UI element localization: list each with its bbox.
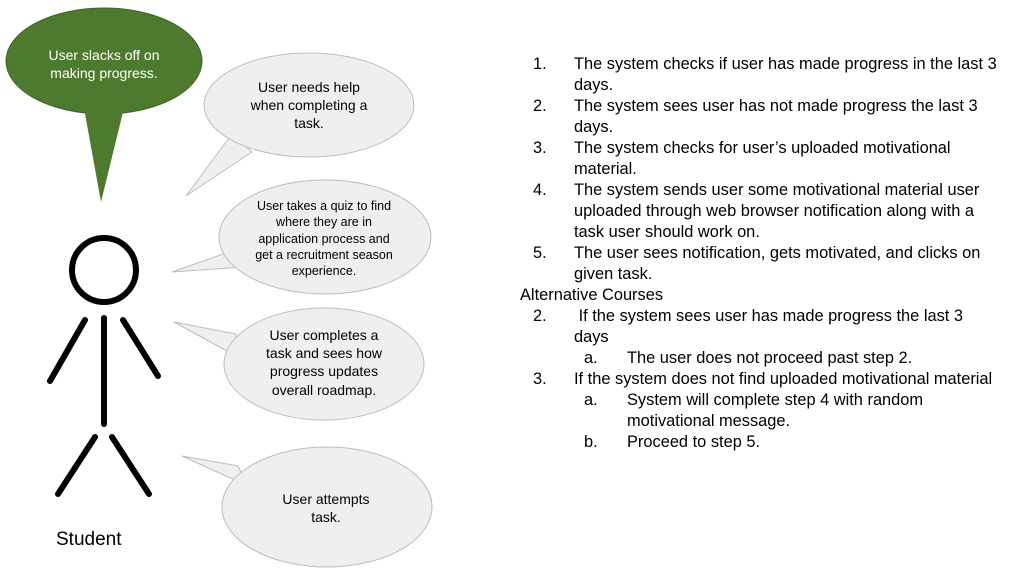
alt-sub-step: b. Proceed to step 5.: [520, 432, 1000, 453]
trigger-bubble: [5, 7, 203, 202]
stick-figure: [47, 235, 161, 497]
alt-course-text: If the system sees user has made progres…: [574, 307, 968, 346]
complete-bubble: [173, 307, 425, 421]
quiz-bubble-body: [218, 179, 432, 295]
step-number: 4.: [533, 181, 547, 199]
complete-bubble-text: User completes a task and sees how progr…: [266, 327, 382, 398]
alternative-courses-heading: Alternative Courses: [520, 286, 664, 304]
help-bubble-text: User needs help when completing a task.: [250, 79, 368, 132]
step-number: 5.: [533, 244, 547, 262]
main-step: 2. The system sees user has not made pro…: [520, 96, 1000, 138]
stick-figure-left-arm: [47, 317, 88, 384]
help-bubble-body: [203, 52, 415, 158]
attempt-bubble: [181, 446, 433, 568]
step-number: 1.: [533, 55, 547, 73]
step-number: 3.: [533, 139, 547, 157]
complete-bubble-body: [223, 307, 425, 421]
main-step: 1. The system checks if user has made pr…: [520, 54, 1000, 96]
stick-figure-right-leg: [109, 434, 152, 497]
main-step: 5. The user sees notification, gets moti…: [520, 243, 1000, 285]
alt-course: 2. If the system sees user has made prog…: [520, 306, 1000, 348]
step-text: The system sees user has not made progre…: [574, 97, 978, 136]
alt-sub-step-text: System will complete step 4 with random …: [627, 391, 924, 430]
step-text: The user sees notification, gets motivat…: [574, 244, 981, 283]
stick-figure-head: [69, 235, 139, 305]
trigger-bubble-text: User slacks off on making progress.: [48, 47, 160, 82]
alt-course-number: 2.: [533, 307, 547, 325]
main-step: 4. The system sends user some motivation…: [520, 180, 1000, 243]
main-step: 3. The system checks for user’s uploaded…: [520, 138, 1000, 180]
step-text: The system checks if user has made progr…: [574, 55, 997, 94]
attempt-bubble-body: [221, 446, 433, 568]
stick-figure-right-arm: [120, 317, 161, 379]
alt-sub-step: a. System will complete step 4 with rand…: [520, 390, 1000, 432]
alt-sub-step-letter: a.: [584, 391, 598, 409]
alt-course: 3. If the system does not find uploaded …: [520, 369, 1000, 390]
alt-course-text: If the system does not find uploaded mot…: [574, 370, 993, 388]
attempt-bubble-text: User attempts task.: [282, 491, 370, 526]
alt-sub-step-text: The user does not proceed past step 2.: [627, 349, 913, 367]
actor-label: Student: [56, 529, 122, 550]
alt-sub-step-text: Proceed to step 5.: [627, 433, 761, 451]
quiz-bubble: [171, 179, 432, 295]
alt-sub-step: a. The user does not proceed past step 2…: [520, 348, 1000, 369]
trigger-bubble-tail: [84, 108, 124, 202]
quiz-bubble-text: User takes a quiz to find where they are…: [255, 199, 393, 278]
alt-sub-step-letter: a.: [584, 349, 598, 367]
stick-figure-left-leg: [55, 434, 98, 497]
use-case-steps: 1. The system checks if user has made pr…: [520, 54, 1000, 453]
alt-sub-step-letter: b.: [584, 433, 598, 451]
alt-course-number: 3.: [533, 370, 547, 388]
step-text: The system checks for user’s uploaded mo…: [574, 139, 951, 178]
step-text: The system sends user some motivational …: [574, 181, 980, 241]
step-number: 2.: [533, 97, 547, 115]
help-bubble: [185, 52, 415, 197]
